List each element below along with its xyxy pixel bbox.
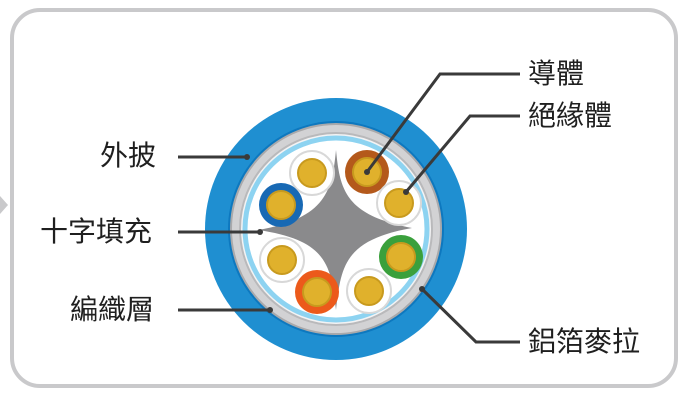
leader-dot-conductor	[364, 169, 370, 175]
conductor-blue	[259, 183, 303, 227]
conductor-white-2	[376, 180, 422, 226]
label-cross-filler: 十字填充	[40, 215, 153, 248]
label-conductor: 導體	[528, 57, 585, 90]
label-foil-mylar: 鋁箔麥拉	[528, 325, 641, 358]
leader-dot-cross-filler	[257, 229, 263, 235]
leader-dot-outer-jacket	[244, 154, 250, 160]
label-insulation: 絕緣體	[528, 99, 613, 132]
label-braid-layer: 編織層	[70, 293, 155, 326]
leader-line-insulation	[404, 114, 520, 193]
conductor-white-1	[289, 150, 335, 196]
leader-dot-braid	[267, 307, 273, 313]
leader-dot-foil	[419, 286, 425, 292]
conductor-white-4	[346, 268, 392, 314]
conductor-orange	[295, 270, 339, 314]
conductor-white-3	[259, 237, 305, 283]
leader-line-foil	[420, 287, 520, 344]
leader-line-conductor	[365, 72, 520, 173]
cross-filler	[258, 150, 412, 310]
leader-dot-insulation	[403, 189, 409, 195]
label-outer-jacket: 外披	[100, 139, 157, 172]
conductor-green	[379, 235, 423, 279]
frame-side-tab	[0, 196, 8, 214]
